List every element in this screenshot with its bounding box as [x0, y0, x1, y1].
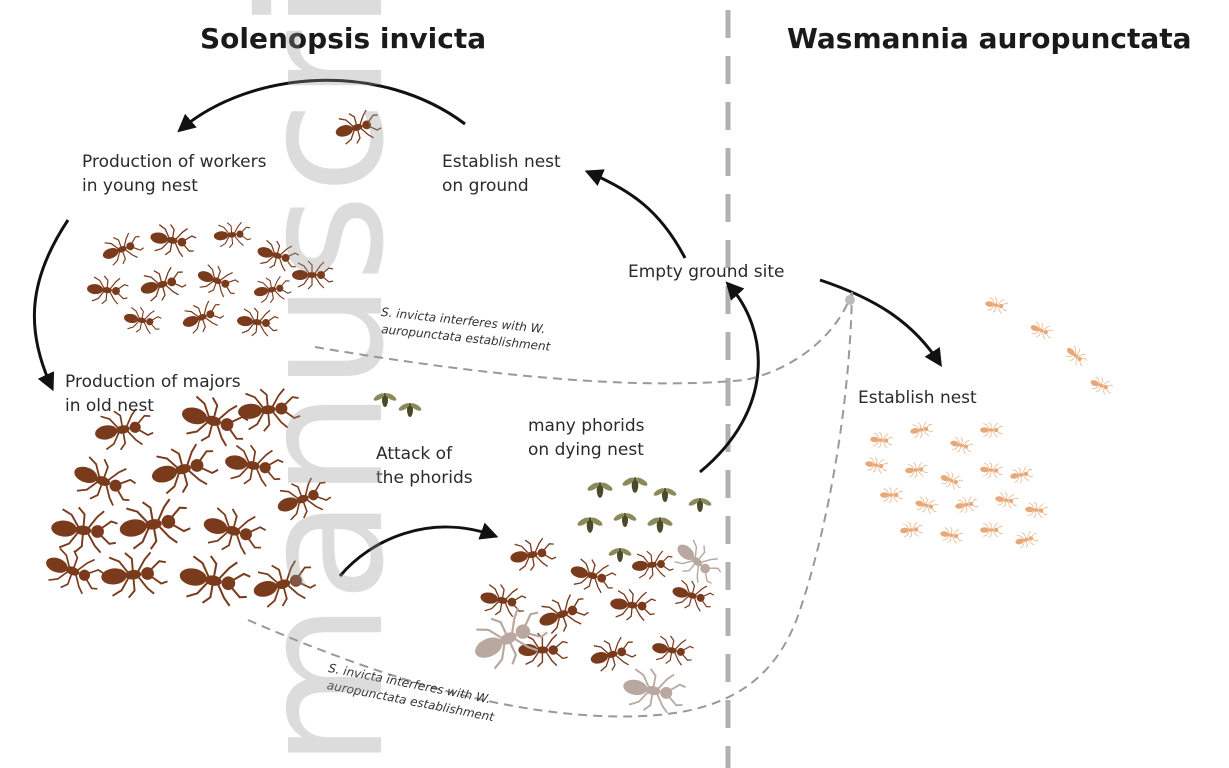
dead-ant [668, 533, 727, 590]
label-establish-nest-wasmannia: Establish nest [858, 386, 977, 410]
wasmannia-ant [948, 435, 974, 456]
major-ant [176, 551, 253, 610]
label-line: Establish nest [442, 150, 561, 174]
arrow-establish-to-workers [180, 80, 465, 130]
wasmannia-ant [979, 461, 1003, 478]
phorid-fly [653, 487, 678, 502]
phorid-fly [688, 497, 713, 512]
dying-nest-ant [609, 588, 657, 623]
wasmannia-ant [939, 526, 964, 545]
major-ant [222, 441, 285, 490]
wasmannia-ant [994, 491, 1019, 510]
wasmannia-ant [880, 487, 903, 502]
label-line: in old nest [65, 394, 241, 418]
wasmannia-ant [980, 422, 1003, 437]
label-attack-phorids: Attack of the phorids [376, 442, 473, 490]
phorid-fly [373, 392, 398, 407]
worker-ant [254, 237, 301, 275]
dying-nest-ant [587, 634, 639, 675]
wasmannia-ant [899, 521, 923, 538]
worker-ant [98, 229, 146, 269]
wasmannia-ant [1062, 343, 1089, 369]
major-ant [67, 451, 139, 512]
title-solenopsis: Solenopsis invicta [200, 22, 486, 55]
worker-ant [122, 305, 163, 336]
major-ant [146, 439, 221, 499]
wasmannia-ant [913, 495, 939, 516]
phorid-fly [398, 402, 423, 417]
major-ant [99, 549, 168, 599]
queen-ant [332, 107, 384, 148]
label-empty-ground-site: Empty ground site [628, 260, 784, 284]
title-wasmannia: Wasmannia auropunctata [787, 22, 1192, 55]
wasmannia-ant [869, 431, 893, 448]
worker-ant [236, 306, 279, 337]
major-ant [236, 386, 301, 433]
label-many-phorids: many phorids on dying nest [528, 414, 645, 462]
wasmannia-ant [938, 469, 964, 491]
phorid-fly [621, 476, 648, 493]
worker-ant [148, 221, 198, 259]
major-ant [248, 556, 318, 612]
arrow-empty-to-establish [588, 172, 685, 258]
wasmannia-ant [984, 296, 1009, 315]
wasmannia-ant [904, 461, 928, 478]
label-line: Attack of [376, 442, 473, 466]
dying-nest-ant [478, 581, 528, 619]
worker-ant [193, 261, 241, 301]
major-ant [40, 543, 107, 599]
wasmannia-ant [1028, 319, 1054, 341]
major-ant [272, 473, 335, 525]
worker-ant [213, 221, 252, 249]
worker-ant [252, 274, 293, 305]
arrow-workers-to-majors [34, 220, 68, 388]
phorid-fly [608, 547, 633, 562]
phorid-fly [586, 481, 613, 498]
dying-nest-ant [631, 549, 674, 580]
phorid-fly [576, 516, 603, 533]
worker-ant [86, 274, 129, 305]
phorid-fly [646, 516, 673, 533]
worker-ant [137, 264, 189, 305]
dead-ant [620, 665, 688, 717]
dying-nest-ant [508, 535, 558, 573]
wasmannia-ant [1024, 501, 1048, 518]
dying-nest-ant [567, 555, 619, 596]
wasmannia-ant [980, 522, 1003, 537]
worker-ant [292, 261, 333, 289]
major-ant [49, 505, 118, 555]
label-establish-nest-ground: Establish nest on ground [442, 150, 561, 198]
dying-nest-ant [650, 633, 695, 668]
major-ant [198, 503, 268, 559]
empty-site-marker [845, 295, 855, 305]
major-ant [116, 495, 193, 554]
wasmannia-ant [954, 495, 979, 514]
label-line: in young nest [82, 174, 266, 198]
wasmannia-ant [1088, 374, 1114, 396]
wasmannia-ant [1013, 529, 1039, 550]
phorid-fly [613, 512, 638, 527]
dying-nest-ant [534, 590, 592, 638]
wasmannia-ant [909, 420, 934, 439]
arrow-empty-to-wasmannia [820, 280, 940, 364]
wasmannia-ant [1009, 465, 1034, 484]
wasmannia-ant [864, 456, 889, 475]
label-line: on ground [442, 174, 561, 198]
worker-ant [178, 297, 226, 337]
label-line: the phorids [376, 466, 473, 490]
label-line: Production of majors [65, 370, 241, 394]
arrow-majors-to-phorids [340, 527, 495, 576]
label-workers-young-nest: Production of workers in young nest [82, 150, 266, 198]
label-majors-old-nest: Production of majors in old nest [65, 370, 241, 418]
label-line: Production of workers [82, 150, 266, 174]
label-line: many phorids [528, 414, 645, 438]
label-line: on dying nest [528, 438, 645, 462]
